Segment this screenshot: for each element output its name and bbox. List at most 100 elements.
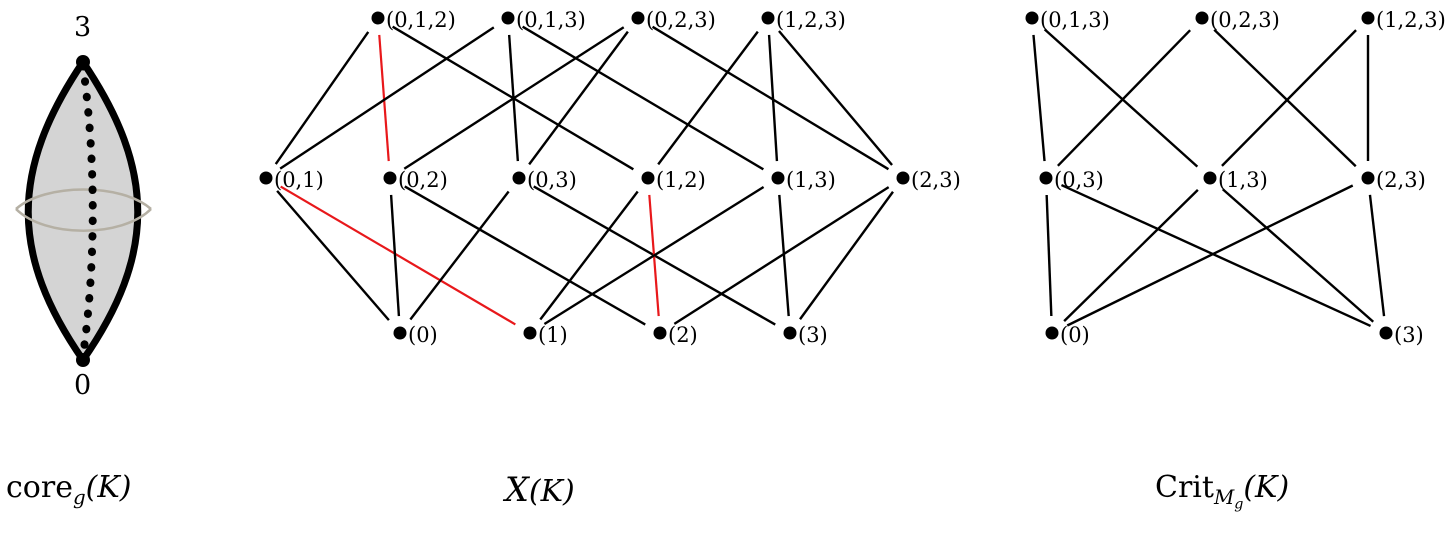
x-lattice-node-label: (2) [668,323,698,347]
x-lattice-node-dot[interactable] [259,171,273,185]
x-lattice-node-label: (0,3) [527,168,577,192]
x-lattice-node-dot[interactable] [383,171,397,185]
crit-lattice-node-dot[interactable] [1361,171,1375,185]
crit-lattice-edge [1221,188,1375,323]
caption-core-subscript: g [72,485,86,509]
caption-crit-sub-M: M [1213,485,1235,509]
caption-X-suffix: (K) [528,474,575,509]
crit-lattice-edge [1045,194,1053,317]
crit-lattice-node-label: (2,3) [1376,168,1426,192]
panel-core: 3 0 [0,0,260,420]
vertex-dot-top [76,55,90,69]
x-lattice-edge [539,190,639,321]
x-lattice-edge [528,30,629,166]
equator-front-arc [15,208,152,232]
x-lattice-node-dot[interactable] [371,11,385,25]
caption-core-suffix: (K) [85,470,132,505]
crit-lattice-node-dot[interactable] [1379,326,1393,340]
x-lattice-edge [404,185,646,326]
x-lattice-node-label: (2,3) [911,168,961,192]
crit-lattice-node-label: (0) [1060,323,1090,347]
x-lattice-node-label: (0,2,3) [646,8,716,32]
crit-lattice-edge [1043,28,1199,168]
x-lattice-node-dot[interactable] [783,326,797,340]
panel-crit: (0,1,3) (0,2,3) (1,2,3) (0,3) (1,3) (2,3) (0) (… [1025,8,1446,347]
x-lattice-edge [657,30,759,166]
x-lattice-edge [778,30,893,166]
x-lattice-node-dot[interactable] [641,171,655,185]
caption-core-prefix: core [6,470,73,505]
core-diagram [15,55,152,367]
crit-lattice-node-dot[interactable] [1195,11,1209,25]
x-lattice-edge [280,185,516,326]
X-node-group: (0,1,2)(0,1,3)(0,2,3)(1,2,3)(0,1)(0,2)(0… [259,8,961,347]
crit-lattice-node-dot[interactable] [1045,326,1059,340]
x-lattice-edge [767,34,779,162]
crit-lattice-node-dot[interactable] [1361,11,1375,25]
x-lattice-edge [799,191,894,320]
crit-lattice-node-dot[interactable] [1203,171,1217,185]
x-lattice-node-dot[interactable] [523,326,537,340]
vertex-label-bottom: 0 [74,370,92,401]
x-lattice-node-dot[interactable] [393,326,407,340]
X-lattice-diagram: (0,1,2)(0,1,3)(0,2,3)(1,2,3)(0,1)(0,2)(0… [259,8,961,347]
x-lattice-node-label: (1,3) [786,168,836,192]
x-lattice-edge [378,34,390,162]
crit-lattice-node-label: (3) [1394,323,1424,347]
caption-crit: CritMg(K) [1155,470,1289,512]
x-lattice-edge [279,26,495,170]
crit-lattice-diagram: (0,1,3) (0,2,3) (1,2,3) (0,3) (1,3) (2,3) (0) (… [1025,8,1446,347]
x-lattice-edge [389,194,401,317]
x-lattice-node-label: (0,1,3) [516,8,586,32]
x-lattice-node-label: (1) [538,323,568,347]
caption-X-script: X [505,470,529,509]
crit-lattice-edge [1221,29,1357,167]
caption-crit-sub-g: g [1234,496,1244,513]
vertex-dot-bottom [76,353,90,367]
x-lattice-node-label: (0,2) [398,168,448,192]
crit-lattice-node-label: (0,3) [1054,168,1104,192]
crit-lattice-edge [1213,28,1357,168]
crit-lattice-node-label: (1,3) [1218,168,1268,192]
caption-crit-suffix: (K) [1243,470,1290,505]
crit-lattice-edge [1063,189,1199,322]
x-lattice-node-dot[interactable] [501,11,515,25]
x-lattice-node-dot[interactable] [512,171,526,185]
x-lattice-node-dot[interactable] [761,11,775,25]
crit-lattice-edge [1060,183,1372,328]
equator-back-arc [15,188,152,210]
panel-X: (0,1,2)(0,1,3)(0,2,3)(1,2,3)(0,1)(0,2)(0… [0,0,961,400]
x-lattice-node-dot[interactable] [653,326,667,340]
crit-lattice-node-dot[interactable] [1039,171,1053,185]
vertex-label-top: 3 [74,12,92,43]
caption-core: coreg(K) [6,470,131,509]
x-lattice-node-label: (1,2) [656,168,706,192]
x-lattice-edge [651,25,890,171]
x-lattice-node-label: (0,1,2) [386,8,456,32]
caption-crit-subscript: Mg [1213,485,1244,513]
crit-lattice-edge [1057,29,1191,167]
x-lattice-edge [276,190,390,321]
x-lattice-edge [673,186,890,325]
crit-lattice-edge [1066,184,1354,327]
crit-node-group: (0,1,3) (0,2,3) (1,2,3) (0,3) (1,3) (2,3) (0) (… [1025,8,1446,347]
x-lattice-edge [274,31,370,165]
x-lattice-node-dot[interactable] [631,11,645,25]
crit-lattice-node-label: (1,2,3) [1376,8,1446,32]
caption-X: X(K) [505,470,575,509]
crit-lattice-node-label: (0,2,3) [1210,8,1280,32]
x-lattice-edge [543,185,765,326]
crit-lattice-node-dot[interactable] [1025,11,1039,25]
x-lattice-node-dot[interactable] [771,171,785,185]
x-lattice-edge [522,25,764,171]
x-lattice-node-label: (3) [798,323,828,347]
x-lattice-edge [409,190,510,321]
caption-crit-prefix: Crit [1155,470,1214,505]
x-lattice-node-dot[interactable] [896,171,910,185]
crit-lattice-edge [1032,34,1046,162]
crit-lattice-node-label: (0,1,3) [1040,8,1110,32]
x-lattice-edge [778,194,790,317]
crit-lattice-edge [1368,194,1386,317]
X-edge-group [274,25,894,326]
